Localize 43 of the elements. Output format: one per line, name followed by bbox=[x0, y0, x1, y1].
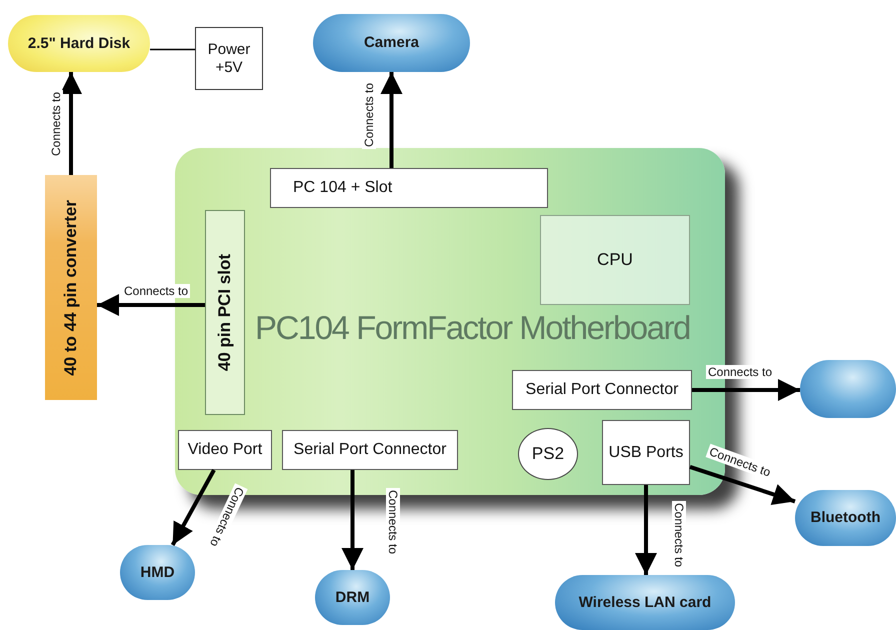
component-box bbox=[282, 430, 458, 470]
component-box bbox=[512, 370, 692, 410]
edge-label: Connects to bbox=[49, 90, 63, 158]
arrow bbox=[342, 470, 364, 570]
arrow bbox=[689, 465, 796, 505]
arrow bbox=[635, 485, 657, 575]
node-label: PS2 bbox=[532, 444, 564, 464]
node-label: 2.5" Hard Disk bbox=[28, 34, 130, 52]
node-label: 40 pin PCI slot bbox=[214, 254, 235, 372]
node-label: DRM bbox=[335, 588, 370, 606]
cpu-box bbox=[540, 215, 690, 305]
edge-label: Connects to bbox=[386, 488, 400, 556]
edge-label: Connects to bbox=[706, 365, 774, 379]
node-label: HMD bbox=[140, 564, 175, 582]
node-label: Serial Port Connector bbox=[294, 440, 446, 460]
converter-bar bbox=[45, 175, 97, 400]
device-pill bbox=[795, 490, 896, 546]
node-label: USB Ports bbox=[608, 442, 684, 462]
connector-line bbox=[150, 48, 195, 50]
edge-label: Connects to bbox=[122, 284, 190, 298]
arrow bbox=[97, 294, 205, 316]
node-label: Wireless LAN card bbox=[578, 594, 712, 612]
node-label: PC 104 + Slot bbox=[293, 178, 392, 198]
node-label: CPU bbox=[597, 250, 633, 270]
node-label: Camera bbox=[364, 34, 420, 52]
edge-label: Connects to bbox=[362, 80, 376, 150]
slot-box bbox=[205, 210, 245, 415]
node-label: Serial Port Connector bbox=[526, 380, 678, 400]
component-box bbox=[178, 430, 272, 470]
arrow bbox=[170, 469, 216, 546]
arrow bbox=[380, 72, 402, 168]
edge-label: Connects to bbox=[672, 500, 686, 570]
power-box bbox=[195, 27, 263, 90]
component-box bbox=[270, 168, 548, 208]
board-title: PC104 FormFactor Motherboard bbox=[255, 308, 690, 348]
arrow bbox=[60, 72, 82, 175]
device-pill bbox=[800, 360, 896, 418]
component-box bbox=[602, 420, 690, 485]
arrow bbox=[692, 379, 800, 401]
node-label: 40 to 44 pin converter bbox=[60, 200, 81, 376]
node-label: Bluetooth bbox=[810, 509, 880, 527]
node-label: Power +5V bbox=[206, 40, 252, 76]
node-label: Video Port bbox=[188, 440, 262, 460]
